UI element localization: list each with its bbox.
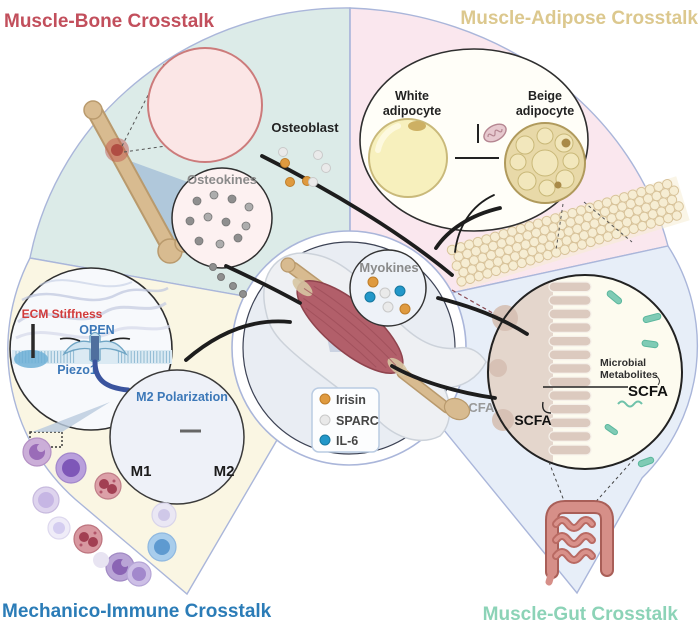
dashed-link-band-gut xyxy=(451,289,499,317)
piezo1-label: Piezo1 xyxy=(57,363,97,377)
mitochondria-icon xyxy=(483,123,507,143)
myokines-label: Myokines xyxy=(359,260,418,275)
bacteria-icons xyxy=(604,290,662,468)
immune-cells-cluster xyxy=(22,402,177,587)
m2-polarization-circle xyxy=(109,369,245,505)
il6-dot-icon xyxy=(319,434,331,446)
dashed-link-beige-band xyxy=(555,203,564,251)
ecm-fiber xyxy=(17,301,167,324)
ecm-fiber xyxy=(21,286,169,302)
osteokines-label: Osteokines xyxy=(187,172,257,187)
sector-muscle-bone xyxy=(29,7,351,316)
arrow-gut-to-muscle xyxy=(390,364,497,400)
open-label: OPEN xyxy=(79,323,114,337)
m2-polarization-label: M2 Polarization xyxy=(136,390,228,404)
title-mechanico-immune: Mechanico-Immune Crosstalk xyxy=(2,601,272,622)
arrow-adipose-to-center xyxy=(434,206,502,250)
legend-il6-label: IL-6 xyxy=(336,434,358,448)
adipocyte-panel xyxy=(359,48,589,232)
legend-box: Irisin SPARC IL-6 xyxy=(311,387,380,453)
title-muscle-adipose: Muscle-Adipose Crosstalk xyxy=(460,8,698,29)
scfa-tissue-label: SCFA xyxy=(514,412,551,428)
osteokine-flow-dots xyxy=(278,147,331,187)
zoom-beam-immune xyxy=(32,402,110,432)
gut-circle xyxy=(486,274,683,470)
title-muscle-gut: Muscle-Gut Crosstalk xyxy=(483,604,679,625)
center-muscle-circle: Myokines Irisin SPARC IL-6 xyxy=(231,230,487,466)
microbial-metabolites-label: Microbial xyxy=(600,357,646,369)
ecm-fiber xyxy=(39,279,133,288)
dashed-link-beige-band-2 xyxy=(583,201,633,243)
osteoblast-label: Osteoblast xyxy=(271,120,339,135)
white-adipocyte-label: White xyxy=(395,89,429,103)
crosstalk-arrows xyxy=(184,154,529,400)
irisin-dot-icon xyxy=(319,393,331,405)
zoom-beam-bone xyxy=(122,158,218,260)
scfa-lumen-label: SCFA xyxy=(628,383,668,400)
adipose-tissue-band xyxy=(446,176,690,291)
myokines-circle xyxy=(349,249,427,327)
ecm-fiber xyxy=(15,324,171,340)
m2-label: M2 xyxy=(214,463,235,480)
arrow-center-to-osteoblast xyxy=(260,154,454,277)
title-muscle-bone: Muscle-Bone Crosstalk xyxy=(4,11,215,32)
sparc-dot-icon xyxy=(319,414,331,426)
arrow-center-to-immune xyxy=(184,319,292,362)
osteokine-trail-dots xyxy=(209,263,247,298)
white-adipocyte xyxy=(368,118,448,198)
osteokine-dots xyxy=(185,190,254,249)
svg-text:adipocyte: adipocyte xyxy=(516,104,574,118)
svg-text:Metabolites: Metabolites xyxy=(600,369,658,381)
villi xyxy=(548,281,592,456)
beige-adipocyte xyxy=(504,122,586,204)
osteokines-circle xyxy=(171,167,273,269)
osteoblast-circle xyxy=(147,47,263,163)
beige-adipocyte-label: Beige xyxy=(528,89,562,103)
ecm-stiffness-label: ECM Stiffness xyxy=(22,307,103,321)
svg-text:adipocyte: adipocyte xyxy=(383,104,441,118)
dashed-link-gut-intestine-2 xyxy=(591,458,635,507)
bone-illustration xyxy=(83,63,218,264)
arrow-osteokines-to-muscle xyxy=(224,264,302,305)
scfa-hook-arrow xyxy=(541,401,552,414)
dashed-link-gut-intestine xyxy=(548,461,567,507)
intestine-illustration xyxy=(545,500,614,586)
piezo-signal-arrow xyxy=(92,359,131,393)
hand xyxy=(443,397,471,421)
m1-label: M1 xyxy=(131,463,152,480)
myokine-dots xyxy=(364,276,411,315)
arrow-center-to-gut xyxy=(436,296,529,336)
legend-sparc-label: SPARC xyxy=(336,414,379,428)
arrow-center-to-adipose xyxy=(454,194,495,253)
legend-irisin-label: Irisin xyxy=(336,393,366,407)
